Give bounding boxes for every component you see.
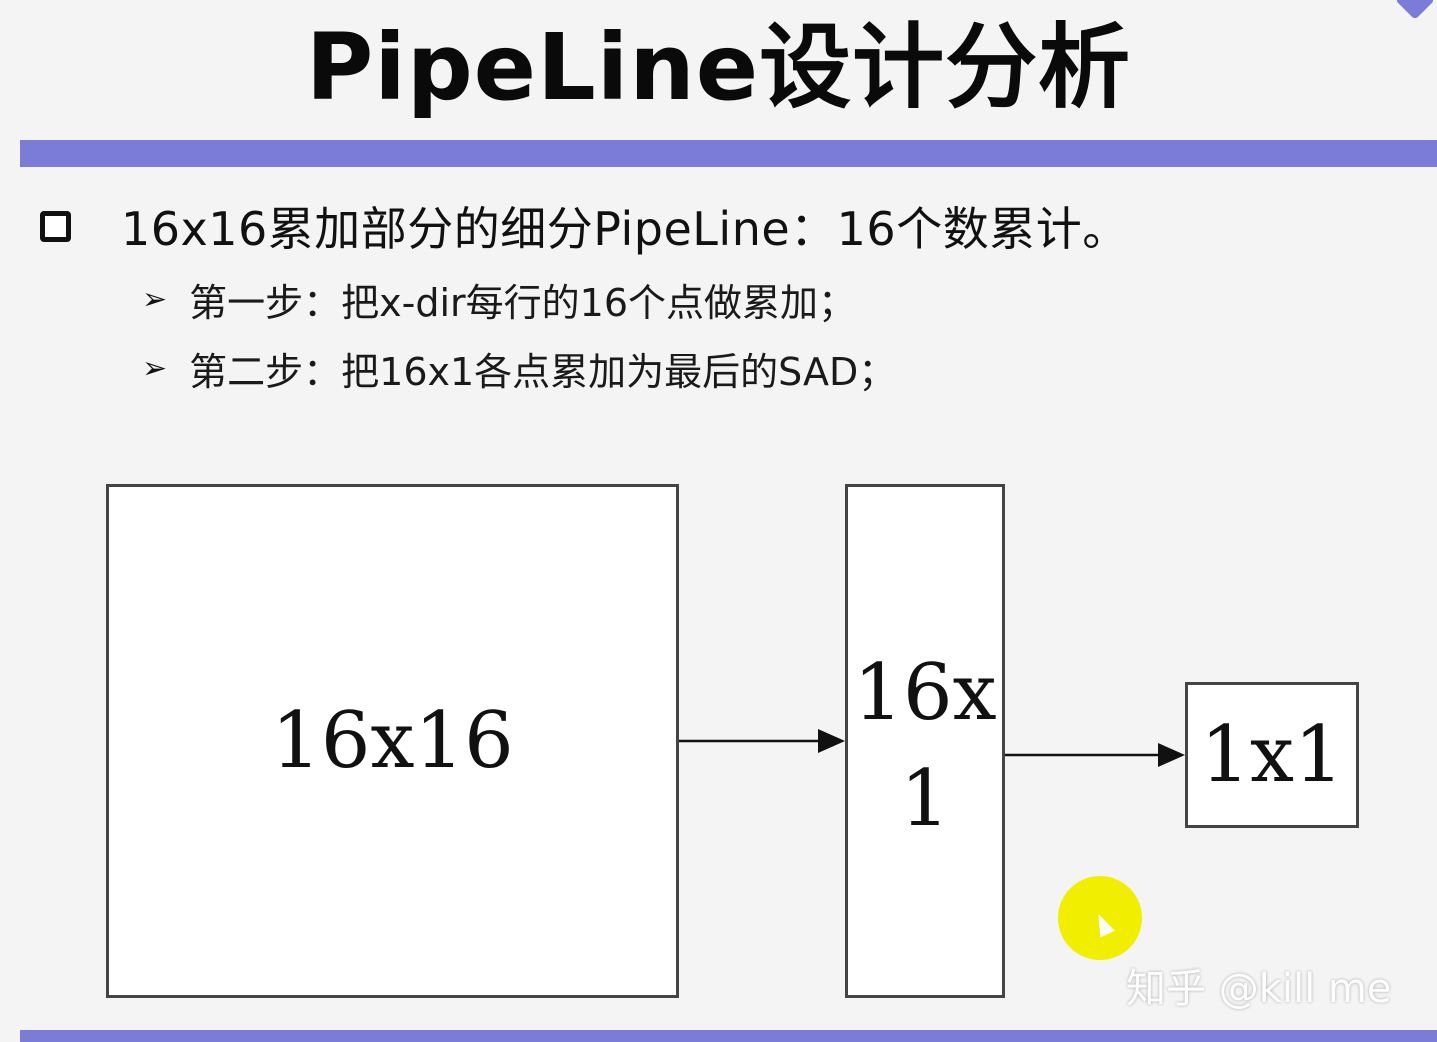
main-bullet: 16x16累加部分的细分PipeLine：16个数累计。 xyxy=(40,196,1129,256)
watermark: 知乎 @kill me xyxy=(1126,966,1392,1012)
slide-title: PipeLine设计分析 xyxy=(305,14,1132,121)
arrow-bullet-icon: ➢ xyxy=(142,350,168,386)
sub-bullet-step-1: ➢ 第一步：把x-dir每行的16个点做累加； xyxy=(142,274,856,325)
sub-bullet-text: 第一步：把x-dir每行的16个点做累加； xyxy=(189,280,856,325)
box-16x16: 16x16 xyxy=(106,484,679,998)
box-16x1: 16x 1 xyxy=(845,484,1005,998)
title-divider-bar xyxy=(20,140,1437,167)
main-bullet-text: 16x16累加部分的细分PipeLine：16个数累计。 xyxy=(121,202,1129,256)
box-1x1: 1x1 xyxy=(1185,682,1359,828)
cursor-highlight xyxy=(1058,876,1142,960)
arrow-bullet-icon: ➢ xyxy=(142,281,168,317)
sub-bullet-text: 第二步：把16x1各点累加为最后的SAD； xyxy=(189,349,897,394)
box-16x16-label: 16x16 xyxy=(271,696,514,786)
arrow-16x1-to-1x1-head xyxy=(1158,743,1185,767)
box-16x1-label-line1: 16x xyxy=(853,648,997,738)
footer-bar xyxy=(20,1030,1437,1042)
arrow-16x16-to-16x1-head xyxy=(818,729,845,753)
sub-bullet-step-2: ➢ 第二步：把16x1各点累加为最后的SAD； xyxy=(142,343,897,394)
square-bullet-icon xyxy=(40,210,71,242)
box-16x1-label-line2: 1 xyxy=(900,754,950,844)
box-1x1-label: 1x1 xyxy=(1200,710,1344,800)
